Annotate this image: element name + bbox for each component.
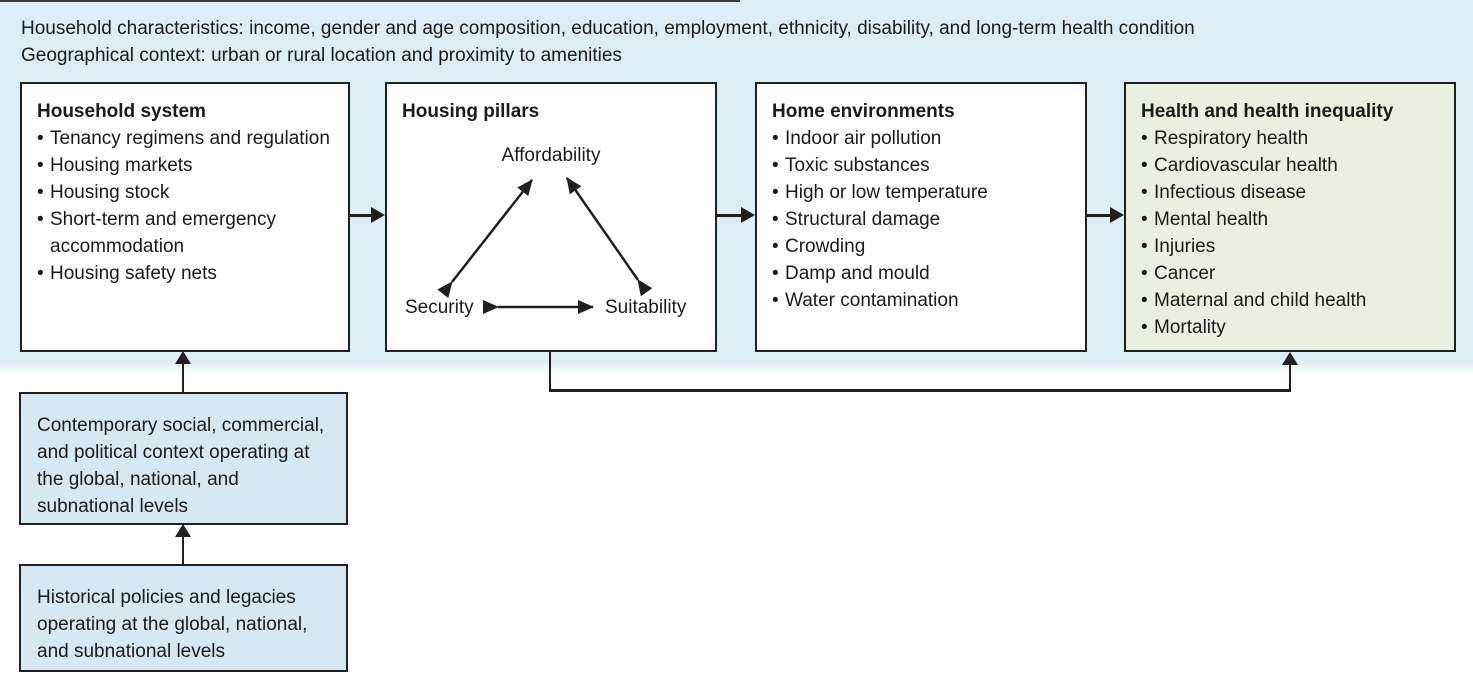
- figure-header: Household characteristics: income, gende…: [21, 15, 1195, 69]
- box-health-inequality: Health and health inequality Respiratory…: [1124, 82, 1456, 352]
- bullet-item: Indoor air pollution: [772, 125, 1070, 152]
- bullet-item: Damp and mould: [772, 260, 1070, 287]
- header-line-household-characteristics: Household characteristics: income, gende…: [21, 18, 1195, 39]
- arrow-head-right-icon: [1110, 207, 1124, 223]
- box-contemporary-context: Contemporary social, commercial, and pol…: [19, 392, 348, 525]
- bullet-item: Injuries: [1141, 233, 1439, 260]
- bullet-item: Cardiovascular health: [1141, 152, 1439, 179]
- bullet-item: Infectious disease: [1141, 179, 1439, 206]
- bullet-item: Housing stock: [37, 179, 333, 206]
- household-system-list: Tenancy regimens and regulationHousing m…: [37, 125, 333, 287]
- bullet-item: Crowding: [772, 233, 1070, 260]
- bullet-item: Structural damage: [772, 206, 1070, 233]
- arrow-head-up-icon: [174, 524, 191, 537]
- health-list: Respiratory healthCardiovascular healthI…: [1141, 125, 1439, 341]
- header-line-geographical-context: Geographical context: urban or rural loc…: [21, 45, 622, 66]
- arrow-head-right-icon: [741, 207, 755, 223]
- pillar-security-label: Security: [405, 297, 474, 318]
- arrow-shaft: [1087, 214, 1112, 217]
- connector-pillars-drop-line: [548, 352, 551, 391]
- bullet-item: Cancer: [1141, 260, 1439, 287]
- box-home-environments: Home environments Indoor air pollutionTo…: [755, 82, 1087, 352]
- box-health-inequality-title: Health and health inequality: [1141, 101, 1394, 122]
- arrow-historical-to-contemporary-shaft: [181, 536, 184, 564]
- arrow-contemporary-to-household-shaft: [181, 363, 184, 392]
- bullet-item: Short-term and emergency accommodation: [37, 206, 333, 260]
- contemporary-context-text: Contemporary social, commercial, and pol…: [37, 415, 325, 517]
- box-household-system: Household system Tenancy regimens and re…: [20, 82, 350, 352]
- connector-horizontal-line: [548, 389, 1291, 392]
- arrow-head-up-icon: [1281, 352, 1298, 365]
- bullet-item: Housing markets: [37, 152, 333, 179]
- bullet-item: Water contamination: [772, 287, 1070, 314]
- bullet-item: Housing safety nets: [37, 260, 333, 287]
- bullet-item: Mental health: [1141, 206, 1439, 233]
- bullet-item: Mortality: [1141, 314, 1439, 341]
- arrow-household-to-pillars: [350, 207, 385, 223]
- arrow-head-up-icon: [174, 351, 191, 364]
- box-household-system-title: Household system: [37, 101, 206, 122]
- pillar-suitability-label: Suitability: [605, 297, 687, 318]
- arrow-shaft: [350, 214, 373, 217]
- arrow-pillars-to-environments: [717, 207, 755, 223]
- box-housing-pillars-title: Housing pillars: [402, 101, 540, 122]
- box-historical-policies: Historical policies and legacies operati…: [19, 564, 348, 672]
- pillars-triangle-arrows: [437, 177, 653, 314]
- bullet-item: Tenancy regimens and regulation: [37, 125, 333, 152]
- box-housing-pillars: Housing pillars Affordability Security S…: [385, 82, 717, 352]
- bullet-item: High or low temperature: [772, 179, 1070, 206]
- historical-policies-text: Historical policies and legacies operati…: [37, 587, 308, 662]
- top-rule: [0, 0, 740, 2]
- bullet-item: Toxic substances: [772, 152, 1070, 179]
- arrow-head-right-icon: [371, 207, 385, 223]
- arrow-environments-to-health: [1087, 207, 1124, 223]
- box-home-environments-title: Home environments: [772, 101, 955, 122]
- bullet-item: Maternal and child health: [1141, 287, 1439, 314]
- bullet-item: Respiratory health: [1141, 125, 1439, 152]
- home-environments-list: Indoor air pollutionToxic substancesHigh…: [772, 125, 1070, 314]
- arrow-shaft: [717, 214, 743, 217]
- connector-rise-line: [1288, 363, 1291, 390]
- pillar-affordability-label: Affordability: [501, 145, 601, 166]
